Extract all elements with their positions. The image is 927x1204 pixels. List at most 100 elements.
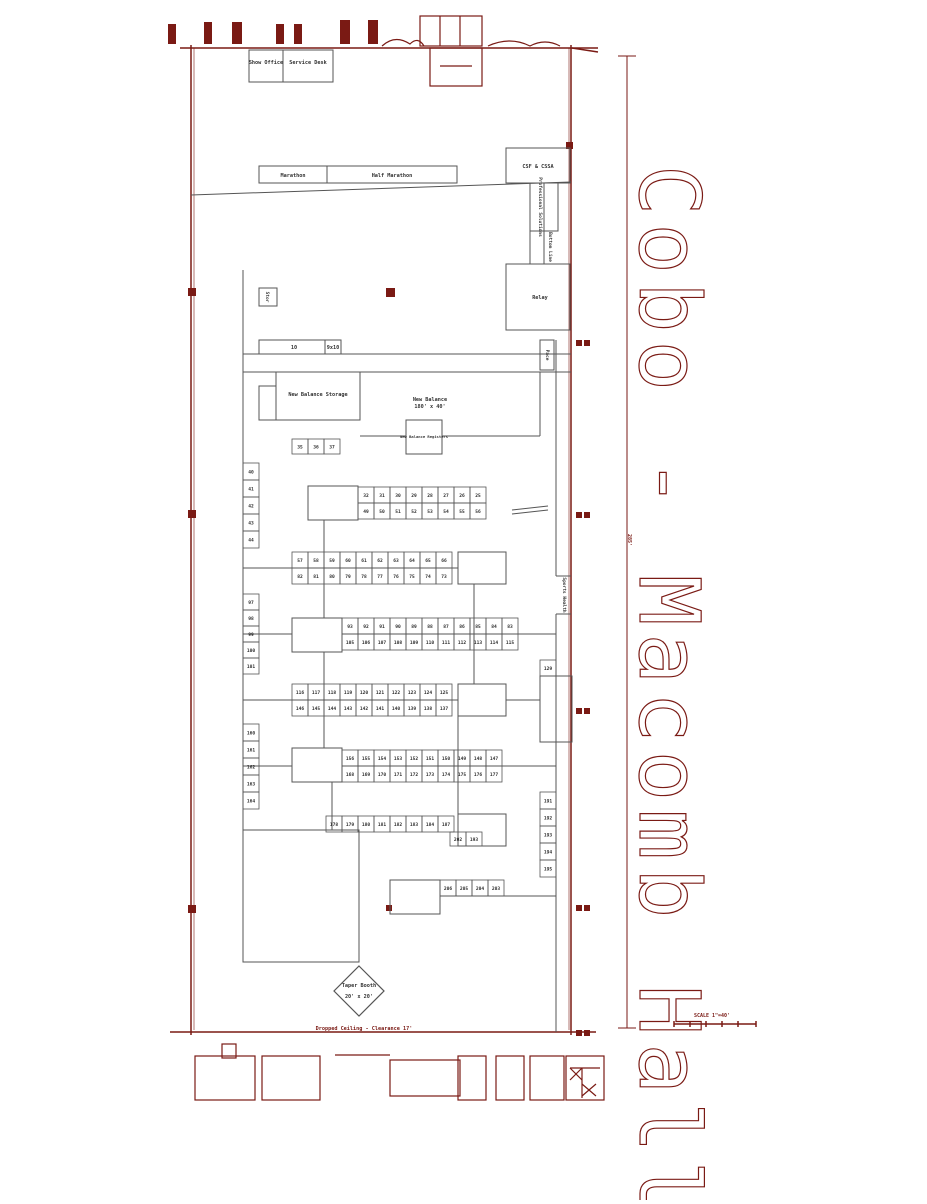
booth-101[interactable]: 101	[242, 657, 260, 675]
booth-60[interactable]: 60	[339, 551, 357, 569]
booth-53[interactable]: 53	[421, 502, 439, 520]
booth-31[interactable]: 31	[373, 486, 391, 504]
booth-29[interactable]: 29	[405, 486, 423, 504]
booth-164[interactable]: 164	[242, 791, 260, 810]
booth-61[interactable]: 61	[355, 551, 373, 569]
booth-62[interactable]: 62	[371, 551, 389, 569]
booth-118[interactable]: 118	[323, 683, 341, 701]
booth-115[interactable]: 115	[501, 633, 519, 651]
booth-63[interactable]: 63	[387, 551, 405, 569]
booth-100[interactable]: 100	[242, 641, 260, 659]
booth-87[interactable]: 87	[437, 617, 455, 635]
booth-85[interactable]: 85	[469, 617, 487, 635]
booth-172[interactable]: 172	[405, 765, 423, 783]
booth-129[interactable]: 129	[539, 659, 557, 677]
booth-116[interactable]: 116	[291, 683, 309, 701]
booth-51[interactable]: 51	[389, 502, 407, 520]
booth-80[interactable]: 80	[323, 567, 341, 585]
booth-58[interactable]: 58	[307, 551, 325, 569]
booth-120[interactable]: 120	[355, 683, 373, 701]
booth-43[interactable]: 43	[242, 513, 260, 532]
booth-152[interactable]: 152	[405, 749, 423, 767]
booth-41[interactable]: 41	[242, 479, 260, 498]
booth-153[interactable]: 153	[389, 749, 407, 767]
booth-55[interactable]: 55	[453, 502, 471, 520]
booth-35[interactable]: 35	[291, 438, 309, 455]
booth-73[interactable]: 73	[435, 567, 453, 585]
booth-91[interactable]: 91	[373, 617, 391, 635]
booth-82[interactable]: 82	[291, 567, 309, 585]
booth-137[interactable]: 137	[435, 699, 453, 717]
booth-112[interactable]: 112	[453, 633, 471, 651]
booth-170[interactable]: 170	[373, 765, 391, 783]
booth-139[interactable]: 139	[403, 699, 421, 717]
booth-105[interactable]: 105	[341, 633, 359, 651]
booth-163[interactable]: 163	[242, 774, 260, 793]
booth-42[interactable]: 42	[242, 496, 260, 515]
booth-148[interactable]: 148	[469, 749, 487, 767]
booth-90[interactable]: 90	[389, 617, 407, 635]
booth-98[interactable]: 98	[242, 609, 260, 627]
booth-183[interactable]: 183	[405, 815, 423, 833]
booth-83[interactable]: 83	[501, 617, 519, 635]
booth-32[interactable]: 32	[357, 486, 375, 504]
booth-117[interactable]: 117	[307, 683, 325, 701]
booth-155[interactable]: 155	[357, 749, 375, 767]
booth-124[interactable]: 124	[419, 683, 437, 701]
booth-181[interactable]: 181	[373, 815, 391, 833]
booth-81[interactable]: 81	[307, 567, 325, 585]
booth-187[interactable]: 187	[437, 815, 455, 833]
booth-93[interactable]: 93	[341, 617, 359, 635]
booth-173[interactable]: 173	[421, 765, 439, 783]
booth-151[interactable]: 151	[421, 749, 439, 767]
booth-161[interactable]: 161	[242, 740, 260, 759]
booth-145[interactable]: 145	[307, 699, 325, 717]
booth-141[interactable]: 141	[371, 699, 389, 717]
booth-193[interactable]: 193	[465, 831, 483, 847]
booth-44[interactable]: 44	[242, 530, 260, 549]
booth-106[interactable]: 106	[357, 633, 375, 651]
booth-52[interactable]: 52	[405, 502, 423, 520]
booth-109[interactable]: 109	[405, 633, 423, 651]
booth-121[interactable]: 121	[371, 683, 389, 701]
booth-89[interactable]: 89	[405, 617, 423, 635]
booth-88[interactable]: 88	[421, 617, 439, 635]
booth-40[interactable]: 40	[242, 462, 260, 481]
booth-84[interactable]: 84	[485, 617, 503, 635]
booth-144[interactable]: 144	[323, 699, 341, 717]
booth-74[interactable]: 74	[419, 567, 437, 585]
booth-107[interactable]: 107	[373, 633, 391, 651]
booth-75[interactable]: 75	[403, 567, 421, 585]
booth-65[interactable]: 65	[419, 551, 437, 569]
booth-203[interactable]: 203	[487, 879, 505, 897]
booth-114[interactable]: 114	[485, 633, 503, 651]
booth-150[interactable]: 150	[437, 749, 455, 767]
booth-36[interactable]: 36	[307, 438, 325, 455]
booth-111[interactable]: 111	[437, 633, 455, 651]
booth-25[interactable]: 25	[469, 486, 487, 504]
booth-27[interactable]: 27	[437, 486, 455, 504]
booth-169[interactable]: 169	[357, 765, 375, 783]
booth-49[interactable]: 49	[357, 502, 375, 520]
booth-125[interactable]: 125	[435, 683, 453, 701]
booth-146[interactable]: 146	[291, 699, 309, 717]
booth-175[interactable]: 175	[453, 765, 471, 783]
booth-64[interactable]: 64	[403, 551, 421, 569]
booth-206[interactable]: 206	[439, 879, 457, 897]
booth-195[interactable]: 195	[539, 859, 557, 878]
booth-177[interactable]: 177	[485, 765, 503, 783]
booth-66[interactable]: 66	[435, 551, 453, 569]
booth-92[interactable]: 92	[357, 617, 375, 635]
booth-154[interactable]: 154	[373, 749, 391, 767]
booth-149[interactable]: 149	[453, 749, 471, 767]
booth-108[interactable]: 108	[389, 633, 407, 651]
booth-191[interactable]: 191	[539, 791, 557, 810]
booth-184[interactable]: 184	[421, 815, 439, 833]
booth-77[interactable]: 77	[371, 567, 389, 585]
booth-156[interactable]: 156	[341, 749, 359, 767]
booth-79[interactable]: 79	[339, 567, 357, 585]
booth-176[interactable]: 176	[469, 765, 487, 783]
booth-171[interactable]: 171	[389, 765, 407, 783]
booth-180[interactable]: 180	[357, 815, 375, 833]
booth-122[interactable]: 122	[387, 683, 405, 701]
